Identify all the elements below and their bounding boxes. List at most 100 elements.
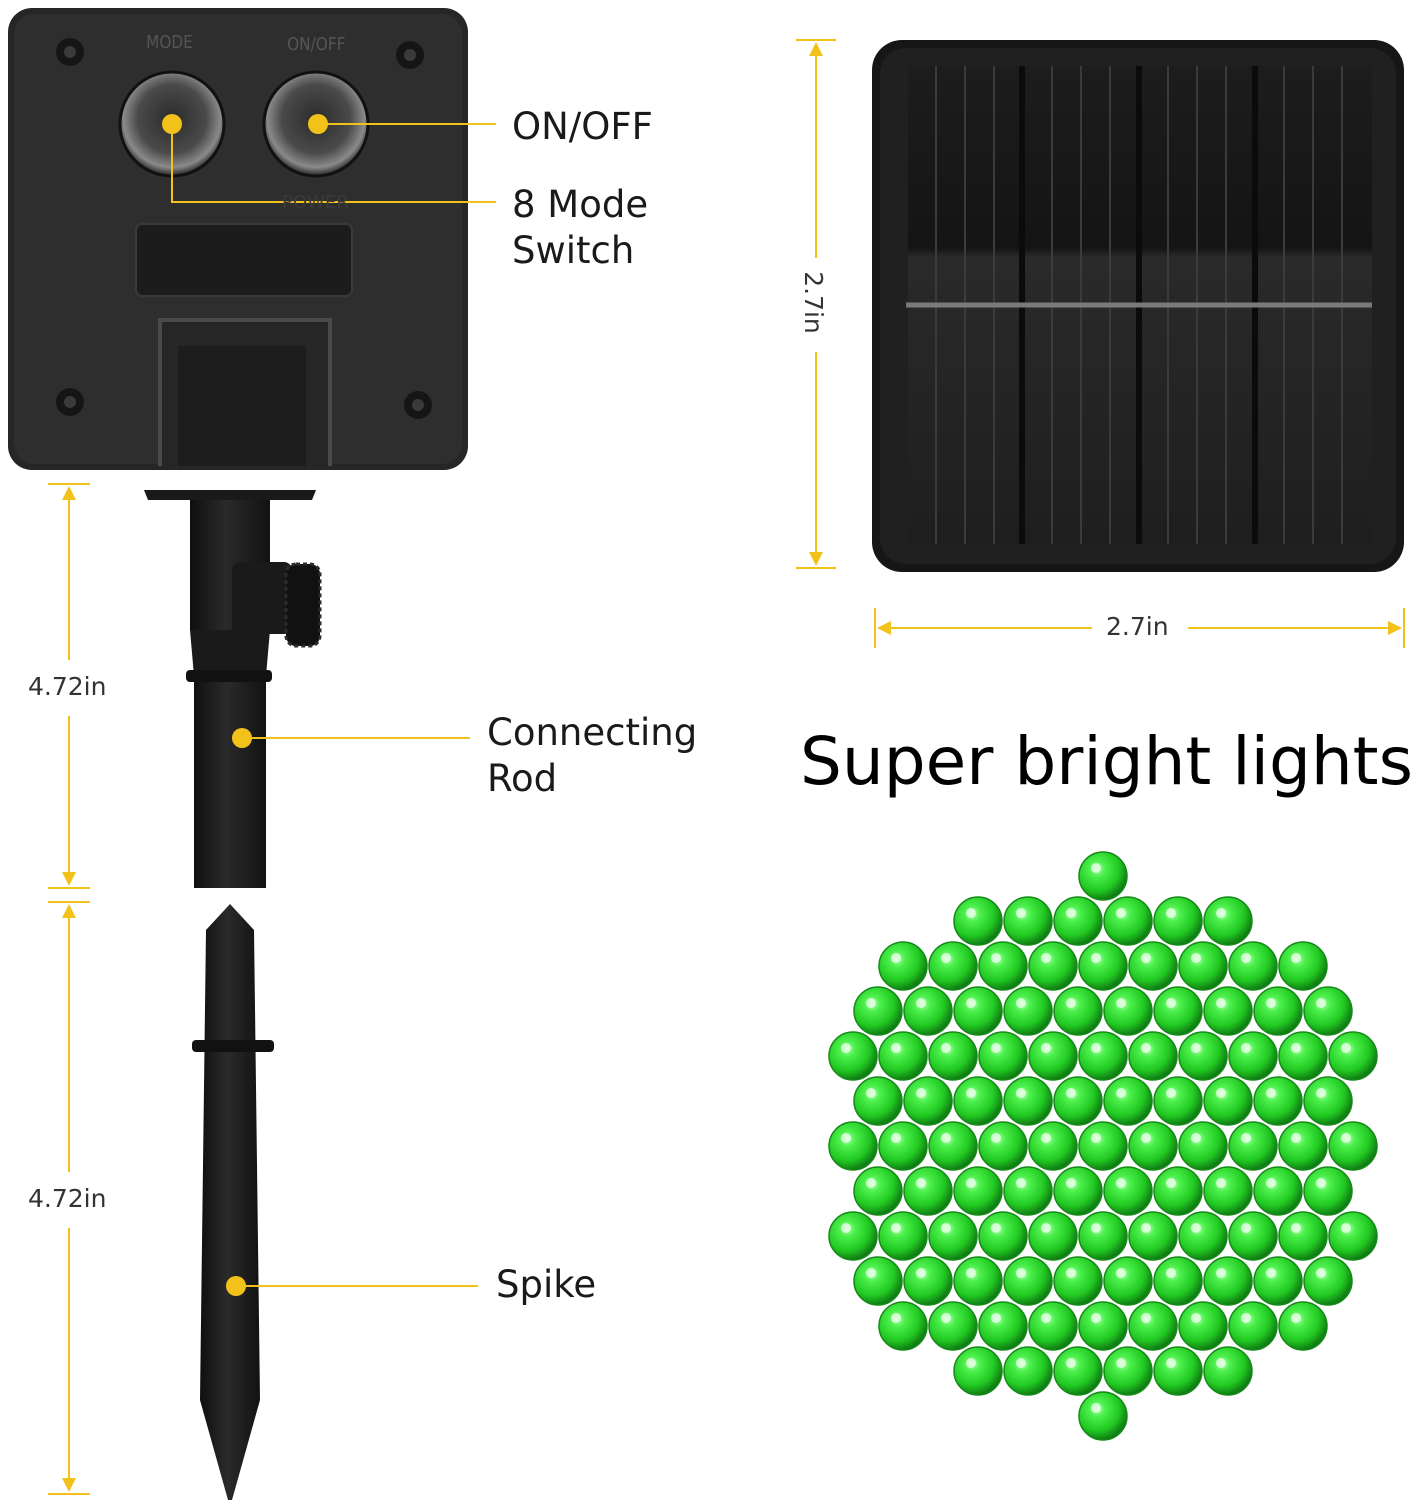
led-bulb (953, 1166, 1003, 1216)
led-bulb (953, 1346, 1003, 1396)
led-bulb (1178, 1031, 1228, 1081)
led-highlight (1141, 953, 1151, 963)
onoff-button-label: ON/OFF (287, 34, 346, 55)
led-bulb (928, 1301, 978, 1351)
connecting-rod-callout-line1: Connecting (487, 711, 698, 754)
led-bulb (1128, 941, 1178, 991)
led-bulb (1228, 1121, 1278, 1171)
led-bulb (1303, 1076, 1353, 1126)
led-highlight (891, 953, 901, 963)
led-bulb (1178, 1211, 1228, 1261)
led-highlight (1091, 1313, 1101, 1323)
led-bulb (1028, 941, 1078, 991)
panel-width-dimension (874, 608, 1405, 648)
led-highlight (1116, 908, 1126, 918)
led-bulb (953, 1076, 1003, 1126)
led-highlight (1141, 1313, 1151, 1323)
led-highlight (966, 1358, 976, 1368)
led-bulb (1028, 1121, 1078, 1171)
led-bulb (1078, 1121, 1128, 1171)
led-bulb (903, 1256, 953, 1306)
spike-callout: Spike (496, 1263, 597, 1306)
led-highlight (841, 1043, 851, 1053)
led-highlight (1016, 1178, 1026, 1188)
led-highlight (1241, 1313, 1251, 1323)
led-bulb (1078, 941, 1128, 991)
green-led-cluster (828, 851, 1378, 1441)
led-bulb (1303, 986, 1353, 1036)
led-bulb (1203, 986, 1253, 1036)
led-highlight (1316, 1268, 1326, 1278)
led-highlight (916, 998, 926, 1008)
led-highlight (1091, 1223, 1101, 1233)
control-box (8, 8, 468, 470)
led-highlight (1341, 1043, 1351, 1053)
solar-panel (872, 40, 1404, 572)
led-bulb (1153, 1076, 1203, 1126)
led-bulb (878, 941, 928, 991)
led-bulb (1253, 1166, 1303, 1216)
led-highlight (1141, 1133, 1151, 1143)
led-highlight (1191, 1133, 1201, 1143)
led-bulb (853, 1166, 903, 1216)
led-bulb (1253, 986, 1303, 1036)
led-bulb (1303, 1256, 1353, 1306)
led-highlight (1166, 1178, 1176, 1188)
led-bulb (853, 986, 903, 1036)
rod-dimension-line (48, 483, 90, 889)
connecting-rod-callout-line2: Rod (487, 757, 558, 800)
led-highlight (1316, 1088, 1326, 1098)
led-bulb (1128, 1211, 1178, 1261)
led-highlight (1166, 1268, 1176, 1278)
led-highlight (841, 1223, 851, 1233)
led-highlight (941, 1043, 951, 1053)
led-highlight (1166, 1358, 1176, 1368)
led-highlight (1216, 908, 1226, 918)
led-bulb (978, 1121, 1028, 1171)
led-bulb (1053, 1346, 1103, 1396)
led-bulb (1253, 1076, 1303, 1126)
led-highlight (966, 1178, 976, 1188)
led-bulb (1003, 1166, 1053, 1216)
led-highlight (866, 1178, 876, 1188)
led-highlight (1341, 1133, 1351, 1143)
led-highlight (1091, 1403, 1101, 1413)
led-highlight (891, 1043, 901, 1053)
led-bulb (1203, 896, 1253, 946)
led-bulb (878, 1211, 928, 1261)
led-highlight (1166, 998, 1176, 1008)
led-highlight (866, 998, 876, 1008)
led-highlight (891, 1133, 901, 1143)
led-highlight (1116, 1268, 1126, 1278)
led-bulb (1203, 1076, 1253, 1126)
led-highlight (1016, 1088, 1026, 1098)
led-bulb (1078, 851, 1128, 901)
led-highlight (1041, 1133, 1051, 1143)
led-highlight (1216, 1088, 1226, 1098)
led-highlight (991, 1313, 1001, 1323)
led-bulb (1328, 1031, 1378, 1081)
led-bulb (828, 1121, 878, 1171)
led-bulb (953, 896, 1003, 946)
led-bulb (878, 1301, 928, 1351)
led-highlight (1316, 1178, 1326, 1188)
led-bulb (1003, 986, 1053, 1036)
led-highlight (1266, 1178, 1276, 1188)
led-highlight (1216, 1268, 1226, 1278)
led-bulb (1053, 896, 1103, 946)
led-highlight (1141, 1043, 1151, 1053)
led-highlight (1066, 1268, 1076, 1278)
led-highlight (1241, 1043, 1251, 1053)
led-bulb (1078, 1211, 1128, 1261)
led-highlight (916, 1178, 926, 1188)
led-highlight (1266, 998, 1276, 1008)
on-off-callout: ON/OFF (512, 105, 653, 148)
led-highlight (1091, 1133, 1101, 1143)
led-bulb (1178, 941, 1228, 991)
led-bulb (1328, 1211, 1378, 1261)
led-highlight (1291, 1133, 1301, 1143)
led-bulb (1278, 1301, 1328, 1351)
led-bulb (1078, 1391, 1128, 1441)
led-highlight (1091, 953, 1101, 963)
led-bulb (1228, 1301, 1278, 1351)
